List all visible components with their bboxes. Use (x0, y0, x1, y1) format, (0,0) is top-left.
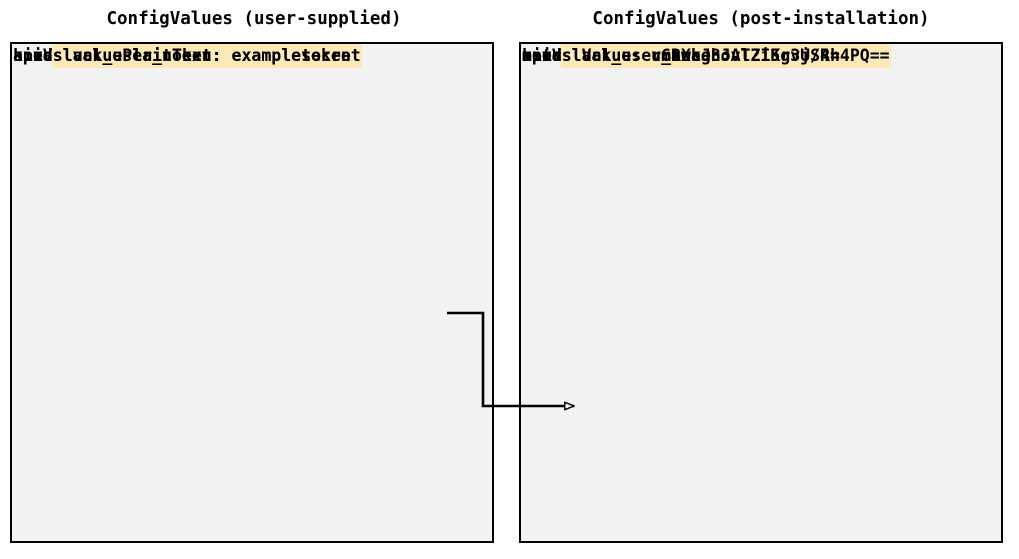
code-text: spec: (522, 46, 572, 65)
code-indent (12, 46, 72, 65)
code-indent (521, 46, 581, 65)
panel-user-supplied: apiVersion: kots.io/v1beta1kind: ConfigV… (10, 42, 494, 543)
code-text-highlighted: value: v6awag8ovTZIKrvU/Rh4PQ== (580, 44, 891, 68)
code-text: slack_user_token: (52, 46, 222, 65)
code-text: spec: (13, 46, 63, 65)
code-line: slack_user_token: (521, 44, 732, 68)
code-line: valuePlainText: exampletoken (12, 44, 352, 68)
code-line: valuePlainText: examplesecret (12, 44, 362, 68)
code-text: Value: umRXcJhJAl2i5g3jS4= (581, 46, 840, 65)
code-line: slack_user_token: (12, 44, 223, 68)
code-text: valuePlainText: exampletoken (72, 46, 351, 65)
code-text: slack_user_token: (561, 46, 731, 65)
code-line: spec: (12, 44, 64, 68)
code-line: value: v6awag8ovTZIKrvU/Rh4PQ== (521, 44, 891, 68)
code-line: Value: umRXcJhJAl2i5g3jS4= (521, 44, 841, 68)
panel-post-installation: apiVersion: kots.io/v1beta1kind: ConfigV… (519, 42, 1003, 543)
panel-title-post-installation: ConfigValues (post-installation) (592, 9, 930, 29)
code-line: spec: (521, 44, 573, 68)
panel-title-user-supplied: ConfigValues (user-supplied) (106, 9, 402, 29)
code-text-highlighted: valuePlainText: examplesecret (71, 44, 362, 68)
